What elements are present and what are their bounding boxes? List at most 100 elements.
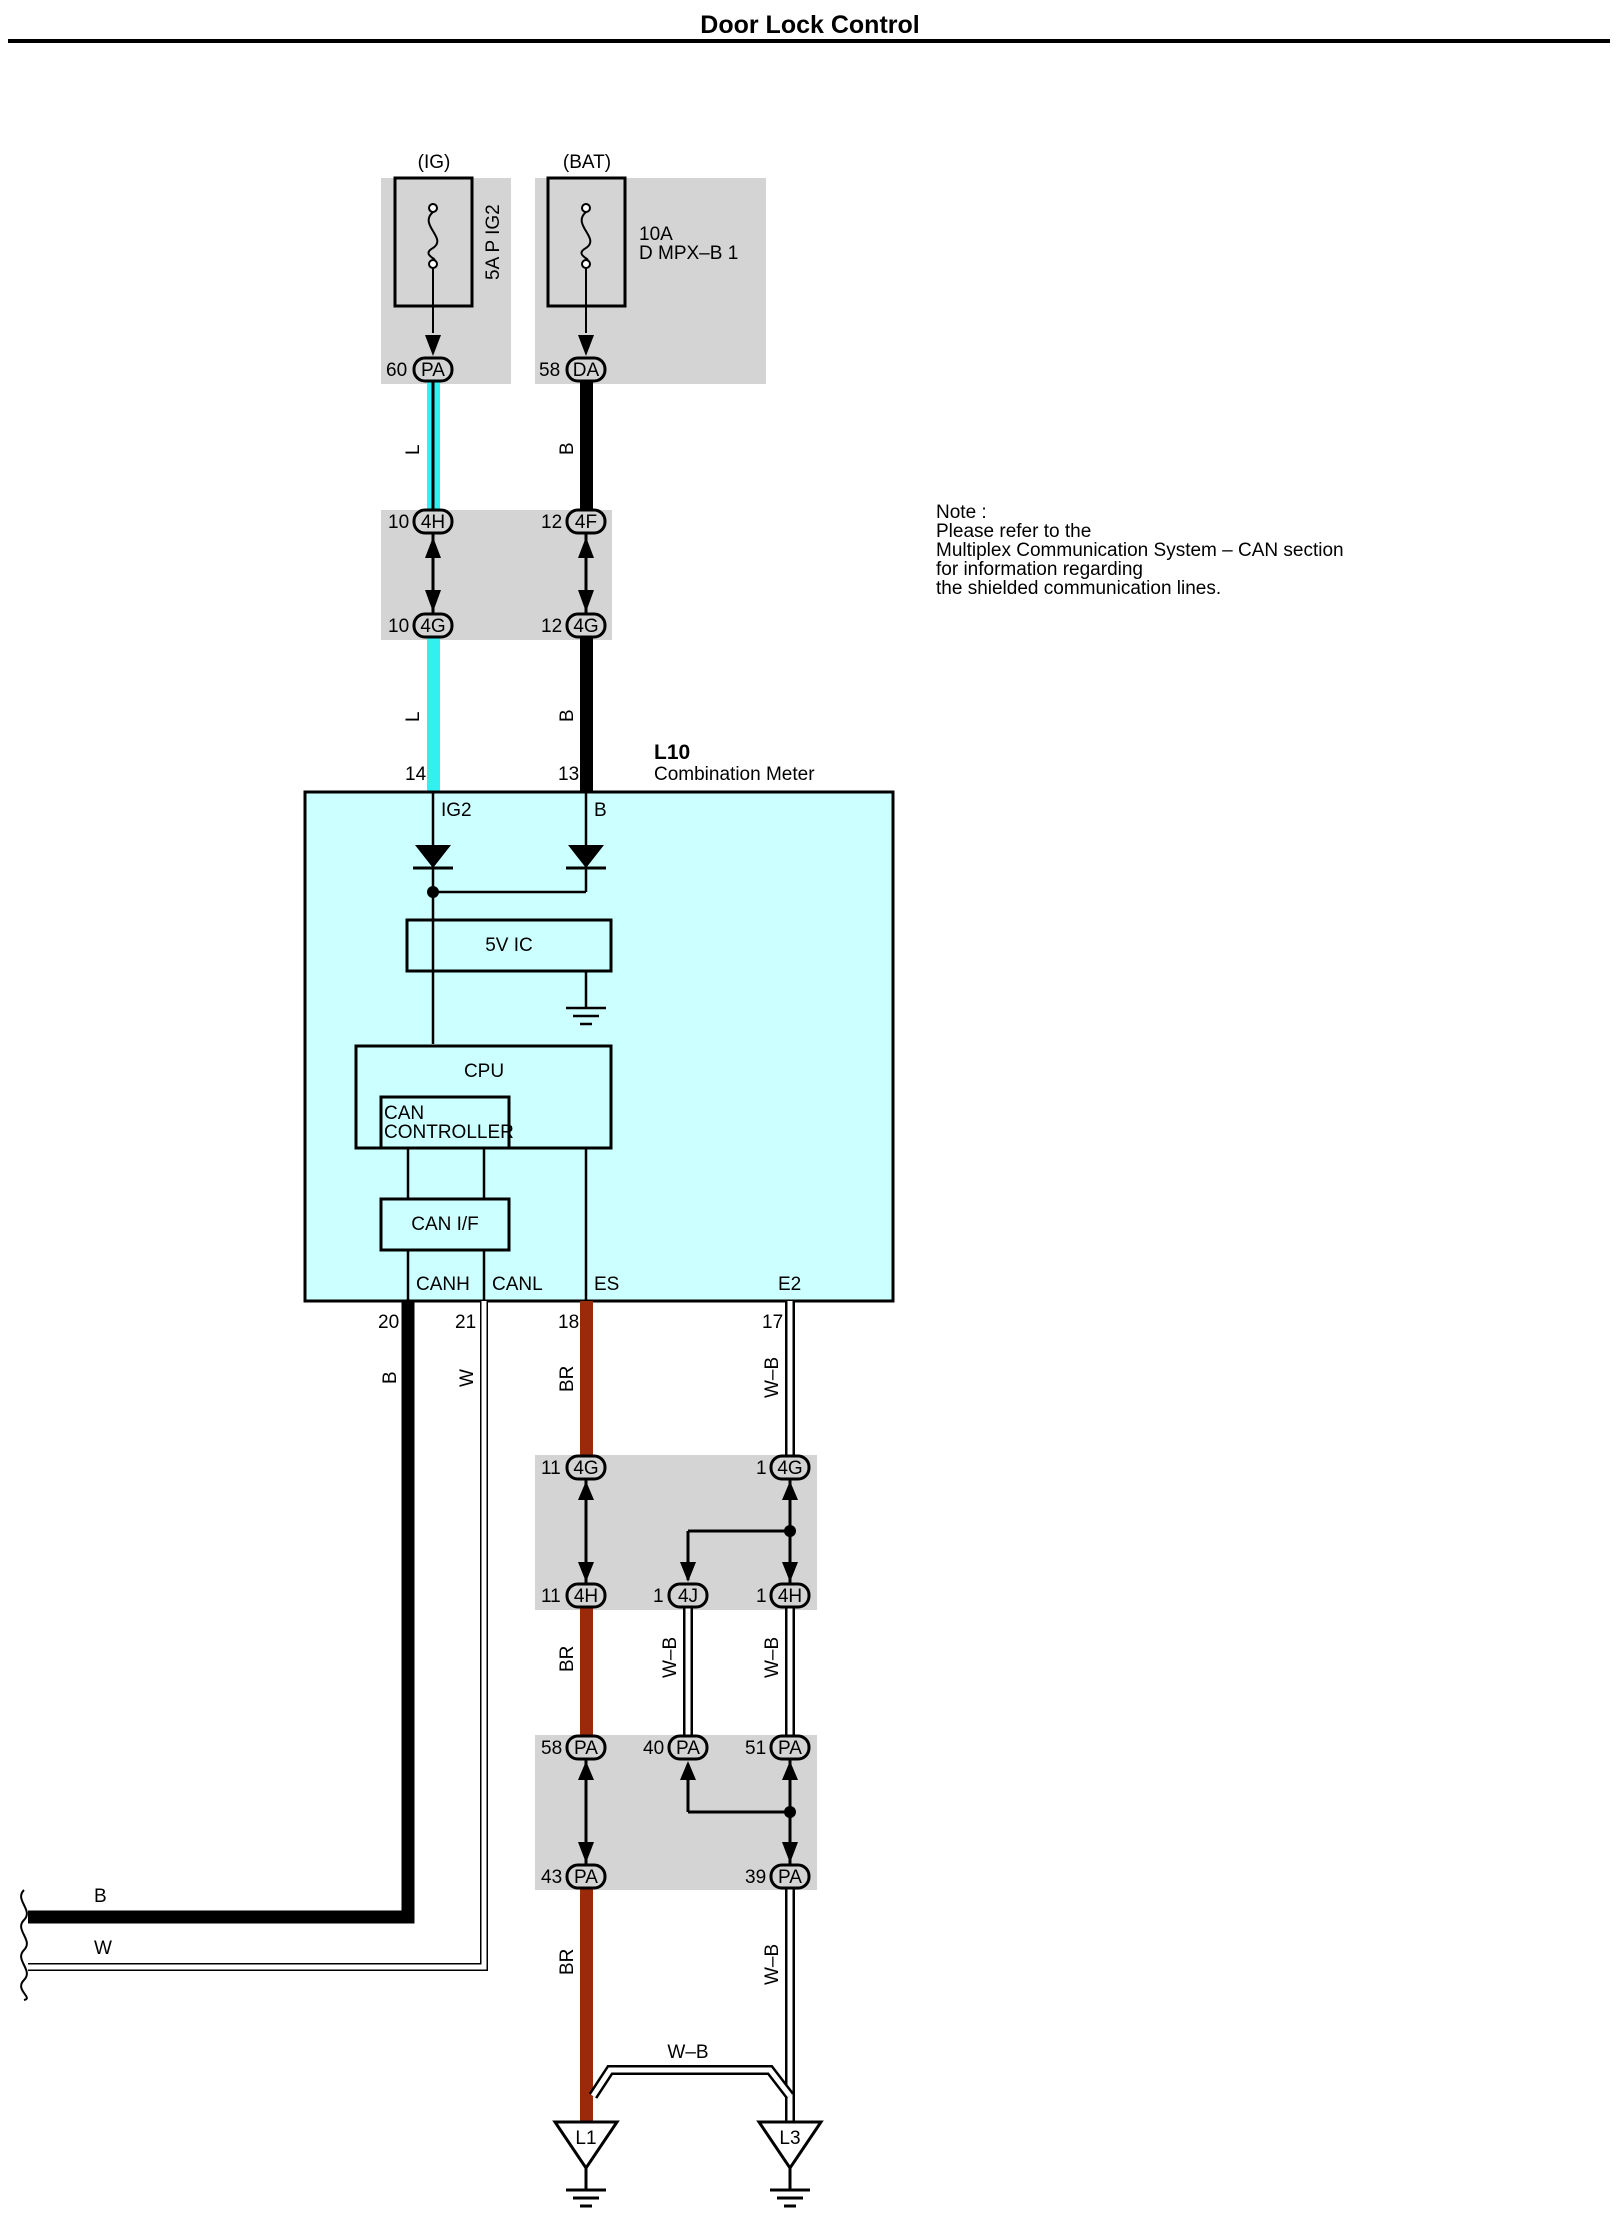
pin-es: ES (594, 1274, 619, 1295)
connector-pa51: PA 51 (745, 1734, 811, 1761)
svg-text:60: 60 (386, 360, 407, 381)
svg-text:12: 12 (541, 512, 562, 533)
wire-color-e2-1: W–B (762, 1357, 783, 1398)
wire-color-e2-3: W–B (762, 1944, 783, 1985)
svg-text:PA: PA (778, 1738, 802, 1759)
can-controller-block (379, 1095, 511, 1150)
bat-wire-lower (580, 637, 593, 792)
diode-ig2-icon (415, 845, 451, 868)
ground-l1-label: L1 (575, 2128, 596, 2149)
svg-text:PA: PA (676, 1738, 700, 1759)
svg-text:DA: DA (573, 360, 600, 381)
svg-text:4H: 4H (574, 1586, 598, 1607)
wire-color-bat-lower: B (557, 709, 578, 722)
svg-text:10: 10 (388, 512, 409, 533)
e2-junction-dot-2 (784, 1806, 796, 1818)
connector-4g-11: 4G 11 (541, 1454, 607, 1481)
svg-text:43: 43 (541, 1867, 562, 1888)
svg-text:1: 1 (756, 1458, 767, 1479)
ig-fuse-box (381, 178, 511, 384)
note-line-3: Multiplex Communication System – CAN sec… (936, 540, 1344, 561)
svg-text:58: 58 (541, 1738, 562, 1759)
connector-4h-10: 4H 10 (388, 508, 454, 535)
pin-number-18: 18 (558, 1312, 579, 1333)
canl-wire (28, 1301, 488, 1971)
svg-text:4G: 4G (573, 1458, 598, 1479)
wire-color-bus-b: B (94, 1886, 107, 1907)
svg-text:4G: 4G (420, 616, 445, 637)
note-block: Note : Please refer to the Multiplex Com… (936, 502, 1344, 599)
svg-text:4F: 4F (575, 512, 597, 533)
svg-text:PA: PA (574, 1738, 598, 1759)
svg-text:4J: 4J (678, 1586, 698, 1607)
wire-color-es-1: BR (557, 1366, 578, 1392)
ground-link-wire (588, 2065, 794, 2100)
pin-e2: E2 (778, 1274, 801, 1295)
pin-number-21: 21 (455, 1312, 476, 1333)
connector-4g-10: 4G 10 (388, 612, 454, 639)
svg-text:12: 12 (541, 616, 562, 637)
bat-fuse (546, 176, 627, 333)
connector-4h-11: 4H 11 (541, 1582, 607, 1609)
connector-pa40: PA 40 (643, 1734, 709, 1761)
can-if-block (379, 1197, 511, 1252)
svg-text:39: 39 (745, 1867, 766, 1888)
connector-4g-12: 4G 12 (541, 612, 607, 639)
svg-text:4G: 4G (573, 616, 598, 637)
svg-text:PA: PA (421, 360, 445, 381)
bat-source-label: (BAT) (563, 152, 611, 173)
regulator-block (405, 918, 613, 973)
can-controller-label-1: CAN (384, 1103, 424, 1124)
svg-text:4G: 4G (777, 1458, 802, 1479)
svg-text:1: 1 (756, 1586, 767, 1607)
regulator-label: 5V IC (485, 935, 533, 956)
component-name: Combination Meter (654, 764, 815, 785)
meter-internal-wiring (406, 792, 588, 1301)
connector-pa43: PA 43 (541, 1863, 607, 1890)
ground-point-l3: L3 (756, 2120, 824, 2208)
es-wire-2 (580, 1597, 593, 1747)
e2-junction-dot-1 (784, 1525, 796, 1537)
connector-arrows (425, 335, 798, 1863)
connector-pa60: PA 60 (386, 356, 454, 383)
pin-number-17: 17 (762, 1312, 783, 1333)
connector-4g-1: 4G 1 (756, 1454, 811, 1481)
note-line-5: the shielded communication lines. (936, 578, 1221, 599)
svg-text:51: 51 (745, 1738, 766, 1759)
pin-number-20: 20 (378, 1312, 399, 1333)
pin-ig2: IG2 (441, 800, 472, 821)
connector-da58: DA 58 (539, 356, 607, 383)
svg-text:4H: 4H (778, 1586, 802, 1607)
note-line-4: for information regarding (936, 559, 1143, 580)
bat-fuse-rating: 10A (639, 224, 673, 245)
connector-4j-1: 4J 1 (653, 1582, 709, 1609)
diode-b-icon (568, 845, 604, 868)
connector-4f-12: 4F 12 (541, 508, 607, 535)
ground-point-l1: L1 (552, 2120, 620, 2208)
svg-text:11: 11 (541, 1586, 561, 1607)
es-wire-1 (580, 1301, 593, 1468)
connector-pa39: PA 39 (745, 1863, 811, 1890)
svg-text:58: 58 (539, 360, 560, 381)
wire-color-bat-upper: B (557, 442, 578, 455)
can-if-label: CAN I/F (411, 1214, 479, 1235)
canh-wire (28, 1301, 415, 1924)
connector-pa58: PA 58 (541, 1734, 607, 1761)
connector-4h-1: 4H 1 (756, 1582, 811, 1609)
svg-text:PA: PA (778, 1867, 802, 1888)
junction-dot (427, 886, 439, 898)
cpu-label: CPU (464, 1061, 504, 1082)
pin-number-13: 13 (558, 764, 579, 785)
svg-text:PA: PA (574, 1867, 598, 1888)
wire-color-canl: W (457, 1369, 478, 1387)
pin-number-14: 14 (405, 764, 427, 785)
wire-color-canh: B (380, 1371, 401, 1384)
ig-fuse-label: 5A P IG2 (483, 204, 504, 280)
svg-text:10: 10 (388, 616, 409, 637)
pin-canh: CANH (416, 1274, 470, 1295)
ground-l3-label: L3 (779, 2128, 800, 2149)
wire-color-ig-lower: L (403, 711, 424, 722)
can-controller-label-2: CONTROLLER (384, 1122, 514, 1143)
component-id: L10 (654, 741, 690, 764)
